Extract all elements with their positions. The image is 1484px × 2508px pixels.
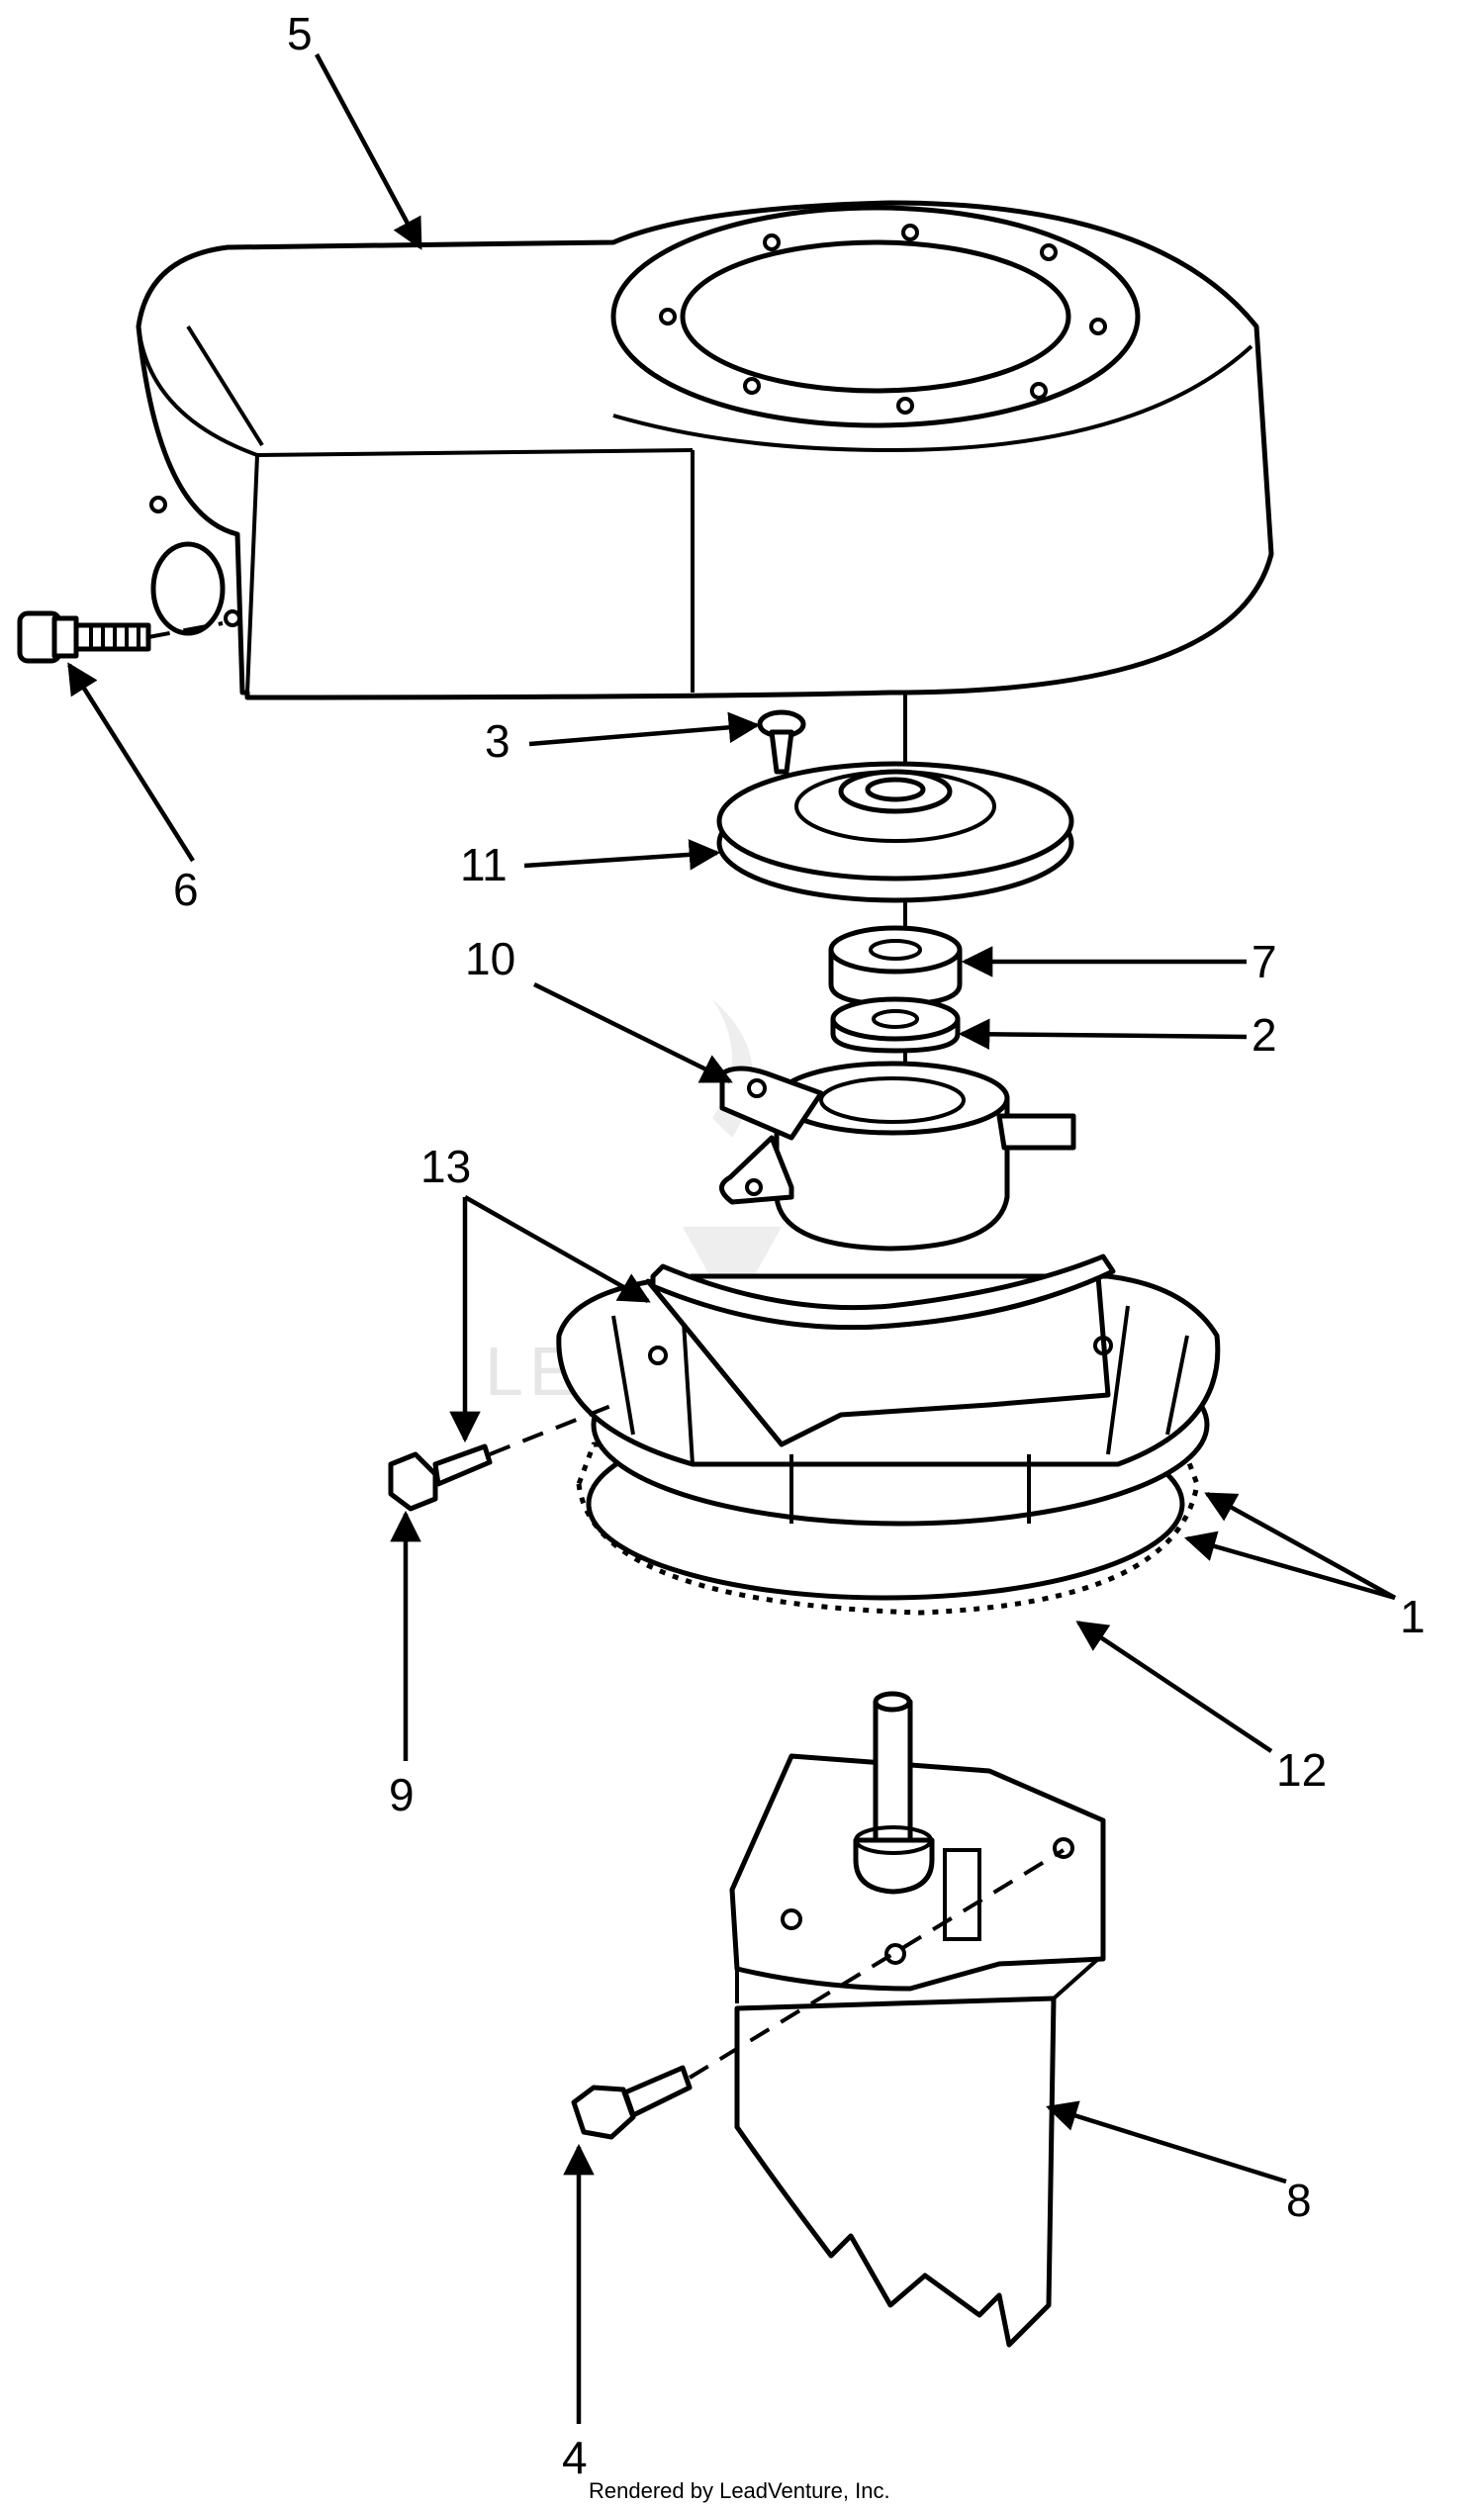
callout-11: 11 (460, 839, 508, 890)
callout-4: 4 (562, 2432, 588, 2483)
engine-housing (729, 1691, 1106, 2348)
screw-part3 (757, 709, 806, 775)
footer-credit: Rendered by LeadVenture, Inc. (589, 2478, 890, 2503)
callout-8: 8 (1286, 2175, 1312, 2226)
leader-lines (67, 52, 1397, 2424)
flywheel (556, 1254, 1221, 1616)
callout-2: 2 (1252, 1009, 1277, 1061)
housing-bolt (17, 610, 224, 664)
callout-13: 13 (420, 1141, 471, 1192)
callout-5: 5 (287, 8, 313, 59)
washer (830, 996, 961, 1054)
callout-1: 1 (1400, 1591, 1426, 1642)
mounting-bracket (719, 1061, 1076, 1252)
callout-9: 9 (389, 1769, 415, 1820)
callout-7: 7 (1252, 936, 1277, 987)
flywheel-bolt (388, 1403, 614, 1512)
nut (828, 925, 963, 1007)
cover-plate (716, 761, 1074, 903)
engine-bolt (571, 1848, 1066, 2140)
blower-housing (136, 200, 1274, 700)
callout-labels: 5 6 3 11 7 2 10 13 9 1 12 8 4 (173, 8, 1426, 2483)
callout-6: 6 (173, 864, 199, 915)
callout-10: 10 (465, 933, 515, 984)
callout-3: 3 (485, 715, 510, 767)
callout-12: 12 (1276, 1744, 1327, 1796)
